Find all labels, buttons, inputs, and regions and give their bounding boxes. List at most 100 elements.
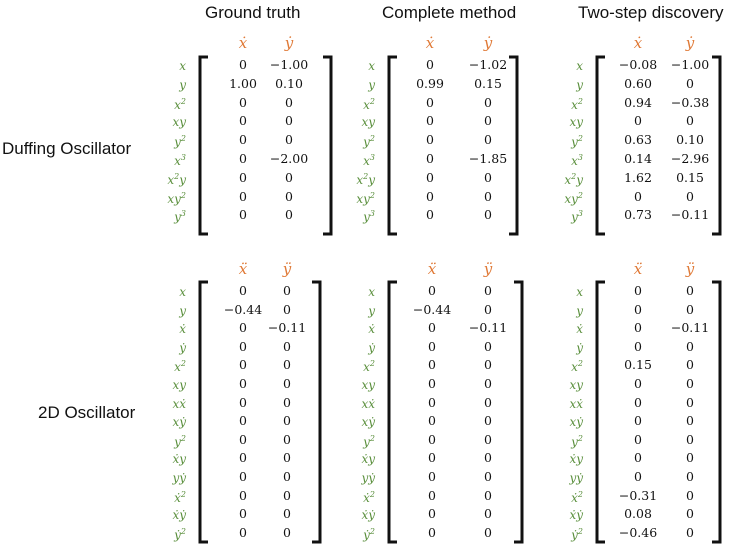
cell-duffing-ground_truth-5-0: 0	[239, 151, 247, 166]
cell-duffing-two_step-5-0: 0.14	[624, 151, 652, 166]
right-bracket-0	[323, 55, 333, 236]
col-header-osc2d-ground_truth-1: ÿ	[282, 260, 292, 278]
col-header-duffing-two_step-1: ẏ	[685, 34, 695, 52]
cell-osc2d-two_step-3-0: 0	[634, 338, 642, 354]
row-label-osc2d-complete-2: ẋ	[368, 322, 375, 337]
cell-osc2d-ground_truth-0-1: 0	[283, 283, 291, 298]
cell-duffing-two_step-0-1: −1.00	[670, 57, 710, 72]
row-label-duffing-two_step-1: y	[576, 77, 583, 92]
row-label-osc2d-two_step-7: xẏ	[569, 415, 583, 430]
cell-osc2d-two_step-8-1: 0	[686, 431, 694, 447]
row-label-duffing-complete-1: y	[368, 77, 375, 92]
row-label-osc2d-complete-4: x2	[363, 359, 375, 375]
cell-osc2d-two_step-1-0: 0	[634, 301, 642, 317]
cell-duffing-ground_truth-5-1: −2.00	[269, 151, 309, 166]
cell-osc2d-complete-11-0: 0	[428, 487, 436, 503]
cell-duffing-ground_truth-0-1: −1.00	[269, 57, 309, 72]
row-label-osc2d-two_step-3: ẏ	[576, 340, 583, 355]
cell-osc2d-two_step-7-1: 0	[686, 413, 694, 429]
row-label-duffing-ground_truth-7: xy2	[167, 190, 186, 206]
cell-osc2d-two_step-2-0: 0	[634, 320, 642, 336]
cell-osc2d-two_step-2-1: −0.11	[670, 320, 710, 336]
cell-duffing-complete-2-1: 0	[484, 94, 492, 110]
row-label-osc2d-complete-0: x	[368, 285, 375, 299]
row-label-osc2d-ground_truth-0: x	[179, 285, 186, 299]
cell-osc2d-ground_truth-3-0: 0	[239, 338, 247, 354]
cell-osc2d-ground_truth-12-0: 0	[239, 506, 247, 522]
row-label-duffing-complete-4: y2	[363, 134, 375, 150]
row-label-duffing-two_step-8: y3	[571, 209, 583, 225]
row-label-duffing-ground_truth-2: x2	[174, 96, 186, 112]
cell-osc2d-ground_truth-9-1: 0	[283, 450, 291, 466]
cell-osc2d-ground_truth-7-0: 0	[239, 413, 247, 429]
header-ground-truth: Ground truth	[205, 3, 301, 22]
col-header-duffing-ground_truth-0: ẋ	[238, 34, 248, 52]
row-label-duffing-ground_truth-4: y2	[174, 134, 186, 150]
cell-osc2d-two_step-9-0: 0	[634, 450, 642, 466]
row-label-duffing-ground_truth-8: y3	[174, 209, 186, 225]
col-header-osc2d-complete-0: ẍ	[427, 260, 437, 278]
cell-duffing-ground_truth-1-0: 1.00	[229, 75, 257, 91]
right-bracket-1	[509, 55, 519, 236]
row-label-duffing-two_step-6: x2y	[564, 171, 583, 187]
cell-osc2d-ground_truth-1-0: −0.44	[223, 301, 263, 317]
row-label-osc2d-ground_truth-2: ẋ	[179, 322, 186, 337]
row-label-osc2d-complete-3: ẏ	[368, 340, 375, 355]
cell-duffing-ground_truth-7-1: 0	[285, 188, 293, 204]
cell-osc2d-two_step-3-1: 0	[686, 338, 694, 354]
row-label-osc2d-ground_truth-13: ẏ2	[174, 526, 186, 542]
right-bracket-3	[312, 280, 322, 544]
row-label-duffing-complete-2: x2	[363, 96, 375, 112]
cell-osc2d-two_step-9-1: 0	[686, 450, 694, 466]
cell-duffing-ground_truth-1-1: 0.10	[275, 75, 303, 91]
cell-osc2d-two_step-10-0: 0	[634, 469, 642, 484]
row-label-osc2d-complete-5: xy	[361, 378, 375, 392]
cell-osc2d-complete-5-1: 0	[484, 376, 492, 391]
row-label-osc2d-ground_truth-6: xẋ	[172, 396, 186, 411]
right-bracket-5	[712, 280, 722, 544]
row-label-osc2d-complete-9: ẋy	[361, 452, 375, 467]
cell-duffing-complete-4-0: 0	[426, 132, 434, 148]
cell-duffing-ground_truth-0-0: 0	[239, 57, 247, 72]
cell-osc2d-complete-10-1: 0	[484, 469, 492, 484]
cell-duffing-complete-0-1: −1.02	[468, 57, 508, 72]
row-label-duffing-two_step-7: xy2	[564, 190, 583, 206]
row-label-duffing-complete-6: x2y	[356, 171, 375, 187]
cell-osc2d-two_step-7-0: 0	[634, 413, 642, 429]
cell-osc2d-ground_truth-1-1: 0	[283, 301, 291, 317]
cell-duffing-ground_truth-3-1: 0	[285, 113, 293, 129]
cell-duffing-two_step-1-1: 0	[686, 75, 694, 91]
left-bracket-0	[198, 55, 208, 236]
cell-osc2d-two_step-11-1: 0	[686, 487, 694, 503]
cell-osc2d-ground_truth-4-1: 0	[283, 357, 291, 373]
cell-osc2d-ground_truth-6-0: 0	[239, 394, 247, 410]
cell-osc2d-complete-8-1: 0	[484, 431, 492, 447]
cell-duffing-ground_truth-6-0: 0	[239, 169, 247, 185]
cell-osc2d-two_step-13-1: 0	[686, 524, 694, 540]
cell-osc2d-two_step-1-1: 0	[686, 301, 694, 317]
row-label-osc2d-ground_truth-10: yẏ	[172, 471, 186, 485]
col-header-duffing-two_step-0: ẋ	[633, 34, 643, 52]
row-label-osc2d-two_step-1: y	[576, 303, 583, 318]
row-label-osc2d-two_step-11: ẋ2	[571, 489, 583, 505]
row-label-duffing-two_step-0: x	[576, 59, 583, 73]
cell-osc2d-ground_truth-4-0: 0	[239, 357, 247, 373]
row-label-duffing-two_step-5: x3	[571, 153, 583, 168]
cell-osc2d-two_step-4-1: 0	[686, 357, 694, 373]
row-label-osc2d-complete-12: ẋẏ	[361, 508, 375, 523]
row-label-osc2d-ground_truth-8: y2	[174, 433, 186, 449]
row-label-duffing-complete-3: xy	[361, 115, 375, 130]
row-label-duffing-complete-0: x	[368, 59, 375, 73]
left-bracket-1	[387, 55, 397, 236]
cell-duffing-two_step-3-1: 0	[686, 113, 694, 129]
right-bracket-2	[712, 55, 722, 236]
cell-osc2d-two_step-5-1: 0	[686, 376, 694, 391]
col-header-osc2d-complete-1: ÿ	[483, 260, 493, 278]
cell-osc2d-ground_truth-0-0: 0	[239, 283, 247, 298]
cell-osc2d-two_step-6-0: 0	[634, 394, 642, 410]
cell-osc2d-complete-6-1: 0	[484, 394, 492, 410]
cell-duffing-complete-8-0: 0	[426, 207, 434, 223]
cell-osc2d-ground_truth-11-0: 0	[239, 487, 247, 503]
row-label-osc2d-ground_truth-4: x2	[174, 359, 186, 375]
cell-osc2d-ground_truth-8-0: 0	[239, 431, 247, 447]
